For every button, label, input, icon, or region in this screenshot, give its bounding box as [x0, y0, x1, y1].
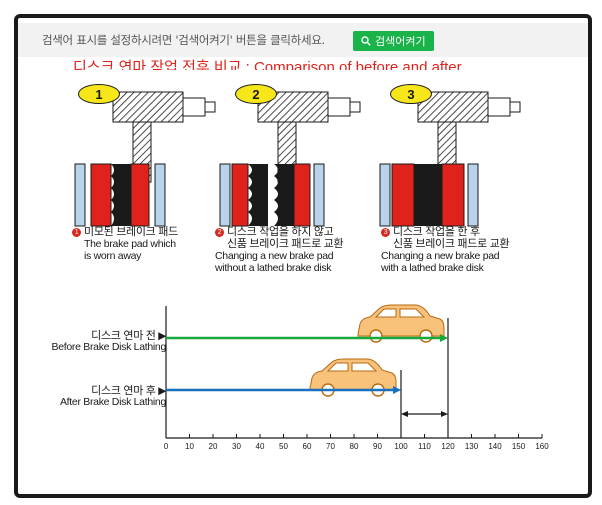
stage-3-number-badge: 3 — [390, 84, 432, 104]
x-tick-label: 40 — [255, 442, 265, 451]
row-label-before: 디스크 연마 전 ▶ Before Brake Disk Lathing — [51, 330, 167, 353]
x-tick-label: 140 — [488, 442, 502, 451]
worn-disk — [111, 164, 131, 226]
x-tick-label: 90 — [373, 442, 382, 451]
difference-arrow-left — [401, 411, 408, 417]
caliper-body — [112, 91, 184, 123]
stage-2-bullet: 2 — [215, 227, 224, 237]
x-tick-label: 160 — [535, 442, 549, 451]
pad-left — [90, 163, 112, 227]
x-tick-label: 80 — [349, 442, 359, 451]
search-on-button[interactable]: 검색어켜기 — [353, 31, 434, 51]
brake-diagrams — [74, 91, 521, 227]
stage-1-number-badge: 1 — [78, 84, 120, 104]
stage-2-diagram — [219, 91, 361, 227]
stage-1-bullet: 1 — [72, 227, 81, 237]
x-tick-label: 110 — [418, 442, 431, 451]
car-before-icon — [357, 304, 445, 343]
pad-right — [130, 163, 150, 227]
x-tick-label: 20 — [208, 442, 218, 451]
disk-right — [154, 163, 166, 227]
x-tick-label: 70 — [326, 442, 335, 451]
x-tick-label: 0 — [163, 442, 169, 451]
content-frame: 검색어 표시를 설정하시려면 '검색어켜기' 버튼을 클릭하세요. 검색어켜기 … — [14, 14, 592, 498]
x-tick-label: 120 — [441, 442, 455, 451]
x-tick-label: 50 — [279, 442, 288, 451]
stage-3-bullet: 3 — [381, 227, 390, 237]
row-label-after: 디스크 연마 후 ▶ After Brake Disk Lathing — [59, 385, 166, 408]
difference-arrow-right — [441, 411, 448, 417]
search-notice-bar: 검색어 표시를 설정하시려면 '검색어켜기' 버튼을 클릭하세요. 검색어켜기 — [18, 23, 588, 57]
x-tick-label: 100 — [394, 442, 408, 451]
car-after-icon — [309, 358, 397, 397]
stage-3-diagram — [379, 91, 521, 227]
search-icon — [361, 36, 371, 46]
figure-title: 디스크 연마 작업 전후 비교 : Comparison of before a… — [73, 59, 462, 70]
search-on-button-label: 검색어켜기 — [375, 35, 426, 48]
disk-left — [74, 163, 86, 227]
x-tick-label: 10 — [185, 442, 194, 451]
x-tick-label: 150 — [511, 442, 526, 451]
before-distance-arrow-head — [440, 334, 448, 342]
bolt-head — [204, 101, 216, 113]
x-tick-label: 60 — [302, 442, 312, 451]
stage-1-diagram — [74, 91, 216, 227]
x-tick-label: 130 — [464, 442, 479, 451]
after-distance-arrow-head — [393, 386, 401, 394]
stopping-distance-chart — [165, 304, 543, 439]
stage-2-number-badge: 2 — [235, 84, 277, 104]
x-tick-label: 30 — [232, 442, 241, 451]
search-notice-message: 검색어 표시를 설정하시려면 '검색어켜기' 버튼을 클릭하세요. — [42, 33, 325, 47]
